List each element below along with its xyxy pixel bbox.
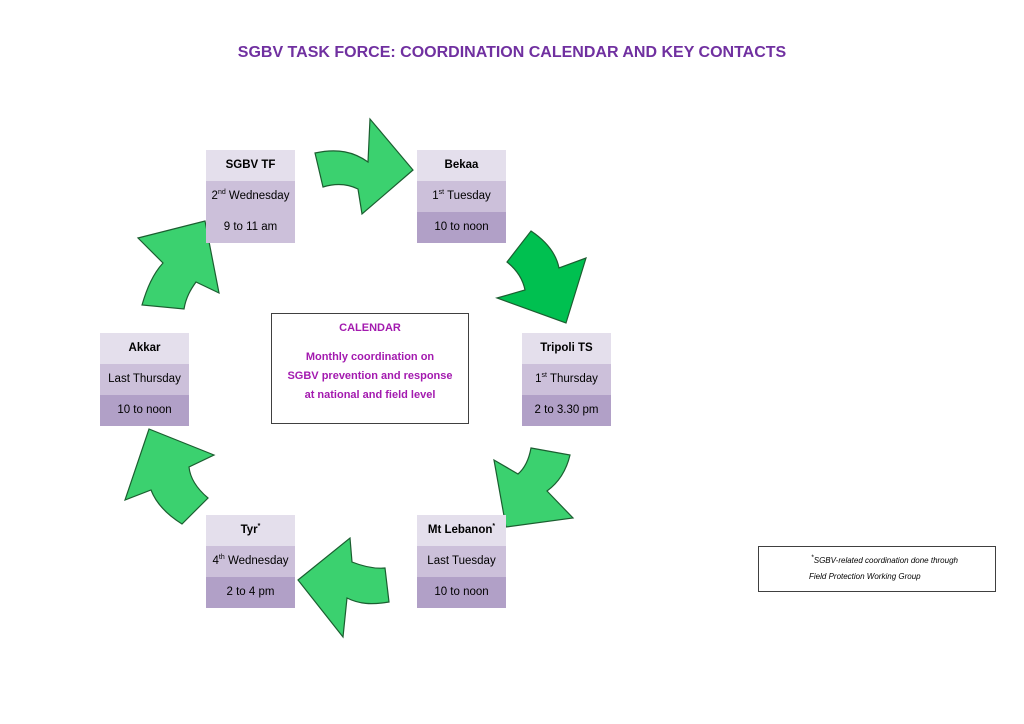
card-name: Mt Lebanon*	[417, 515, 506, 546]
card-name: Bekaa	[417, 150, 506, 181]
card-time: 9 to 11 am	[206, 212, 295, 243]
card-name: SGBV TF	[206, 150, 295, 181]
calendar-description: Monthly coordination on SGBV prevention …	[287, 351, 453, 401]
card-time: 10 to noon	[417, 577, 506, 608]
card-bekaa: Bekaa 1st Tuesday 10 to noon	[417, 150, 506, 243]
card-day: 1st Thursday	[522, 364, 611, 395]
card-tripoli: Tripoli TS 1st Thursday 2 to 3.30 pm	[522, 333, 611, 426]
card-day: 2nd Wednesday	[206, 181, 295, 212]
card-day: 1st Tuesday	[417, 181, 506, 212]
calendar-heading: CALENDAR	[339, 322, 401, 334]
page-title: SGBV TASK FORCE: COORDINATION CALENDAR A…	[237, 44, 787, 61]
footnote-line-1: *SGBV-related coordination done through	[811, 554, 958, 565]
card-day: Last Thursday	[100, 364, 189, 395]
curved-arrow-icon	[495, 230, 587, 324]
card-time: 10 to noon	[100, 395, 189, 426]
card-name: Akkar	[100, 333, 189, 364]
card-day: 4th Wednesday	[206, 546, 295, 577]
card-sgbv-tf: SGBV TF 2nd Wednesday 9 to 11 am	[206, 150, 295, 243]
card-time: 2 to 4 pm	[206, 577, 295, 608]
card-akkar: Akkar Last Thursday 10 to noon	[100, 333, 189, 426]
card-day: Last Tuesday	[417, 546, 506, 577]
footnote-line-2: Field Protection Working Group	[809, 572, 921, 581]
card-time: 2 to 3.30 pm	[522, 395, 611, 426]
curved-arrow-icon	[124, 428, 216, 525]
footnote-box: *SGBV-related coordination done through …	[758, 546, 996, 592]
calendar-box: CALENDAR Monthly coordination on SGBV pr…	[271, 313, 469, 424]
curved-arrow-icon	[136, 220, 220, 310]
curved-arrow-icon	[493, 447, 575, 528]
card-name: Tripoli TS	[522, 333, 611, 364]
card-time: 10 to noon	[417, 212, 506, 243]
curved-arrow-icon	[314, 117, 414, 216]
card-mt-lebanon: Mt Lebanon* Last Tuesday 10 to noon	[417, 515, 506, 608]
card-tyr: Tyr* 4th Wednesday 2 to 4 pm	[206, 515, 295, 608]
curved-arrow-icon	[297, 536, 390, 639]
card-name: Tyr*	[206, 515, 295, 546]
